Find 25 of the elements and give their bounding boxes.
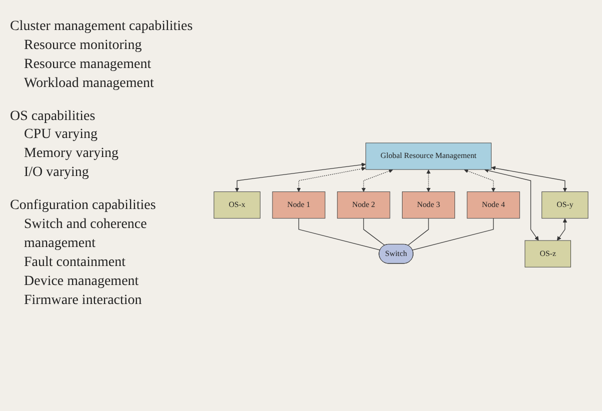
section-heading: Cluster management capabilities <box>10 18 194 36</box>
arrow <box>491 166 568 192</box>
capability-item: Resource monitoring <box>23 36 143 55</box>
arrow <box>426 170 431 192</box>
connector-line <box>363 218 386 246</box>
connector-line <box>408 218 429 246</box>
capability-item: Device management <box>23 272 140 291</box>
capability-item: Switch and coherence management <box>23 216 148 253</box>
capability-item: Resource management <box>23 56 152 74</box>
section-heading: Configuration capabilities <box>10 197 157 216</box>
arrow <box>234 163 366 192</box>
arrow <box>556 218 568 242</box>
capability-item: Firmware interaction <box>23 292 143 310</box>
arrow <box>484 168 539 242</box>
arrow <box>296 167 366 192</box>
capability-item: Fault containment <box>23 254 126 272</box>
capability-item: Memory varying <box>23 145 120 164</box>
arrow <box>464 169 496 192</box>
arrow <box>361 169 394 192</box>
capability-item: Workload management <box>23 74 155 93</box>
connector-line <box>412 218 494 251</box>
capability-item: CPU varying <box>23 126 98 144</box>
capability-item: I/O varying <box>23 164 90 182</box>
section-heading: OS capabilities <box>10 108 96 126</box>
connector-line <box>298 218 380 251</box>
